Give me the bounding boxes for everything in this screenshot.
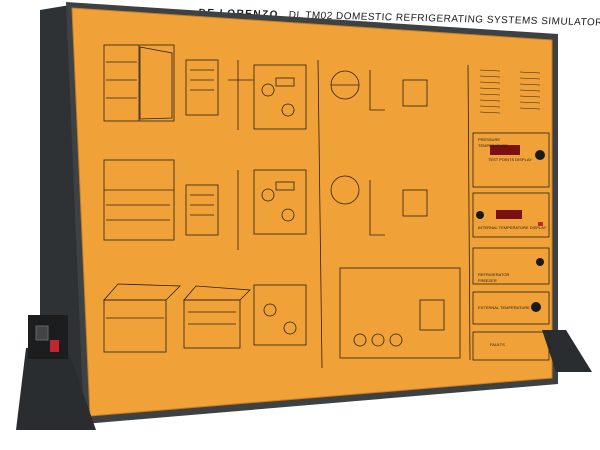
test-points-display [490,145,520,155]
evaporator-drawing-1 [185,59,219,116]
fridge-drawing-1 [103,44,175,122]
test-points-label: TEST POINTS DISPLAY [488,157,532,162]
freezer-label: FREEZER [478,278,497,283]
left-stand [16,344,96,430]
fridge-drawing-2 [103,159,175,241]
circuit-block-3 [253,284,307,346]
external-temperature-label: EXTERNAL TEMPERATURE [478,305,530,310]
right-stand [542,330,592,372]
control-section-external [472,291,550,325]
faults-label: FAULTS [490,342,505,347]
selector-knob-2[interactable] [476,211,484,219]
power-socket-icon[interactable] [35,325,49,341]
freezer-drawing [103,283,181,353]
evaporator-drawing-2 [185,184,219,236]
indicator-led-red [538,222,543,226]
temperature-label: TEMPERATURE [478,143,508,148]
circuit-block-1 [228,60,307,130]
selector-knob-1[interactable] [535,150,545,160]
selector-knob-4[interactable] [531,302,541,312]
compressor-diagram-1 [330,70,428,111]
control-section-internal [472,192,550,238]
selector-knob-3[interactable] [536,258,544,266]
refrigerator-label: REFRIGERATOR [478,272,510,277]
pressure-label: PRESSURE [478,137,501,142]
control-section-faults [472,331,550,361]
circuit-block-2 [237,169,307,250]
internal-temperature-display [496,210,522,219]
power-switch-icon[interactable] [50,340,59,352]
freezer-open-drawing [183,285,251,349]
compressor-diagram-2 [330,175,428,236]
orange-panel [71,7,553,417]
control-section-refrigerator [472,247,550,285]
legend-list [479,69,541,114]
control-section-pressure [472,132,550,188]
internal-temperature-label: INTERNAL TEMPERATURE DISPLAY [478,225,547,230]
wiring-diagram [339,267,461,359]
